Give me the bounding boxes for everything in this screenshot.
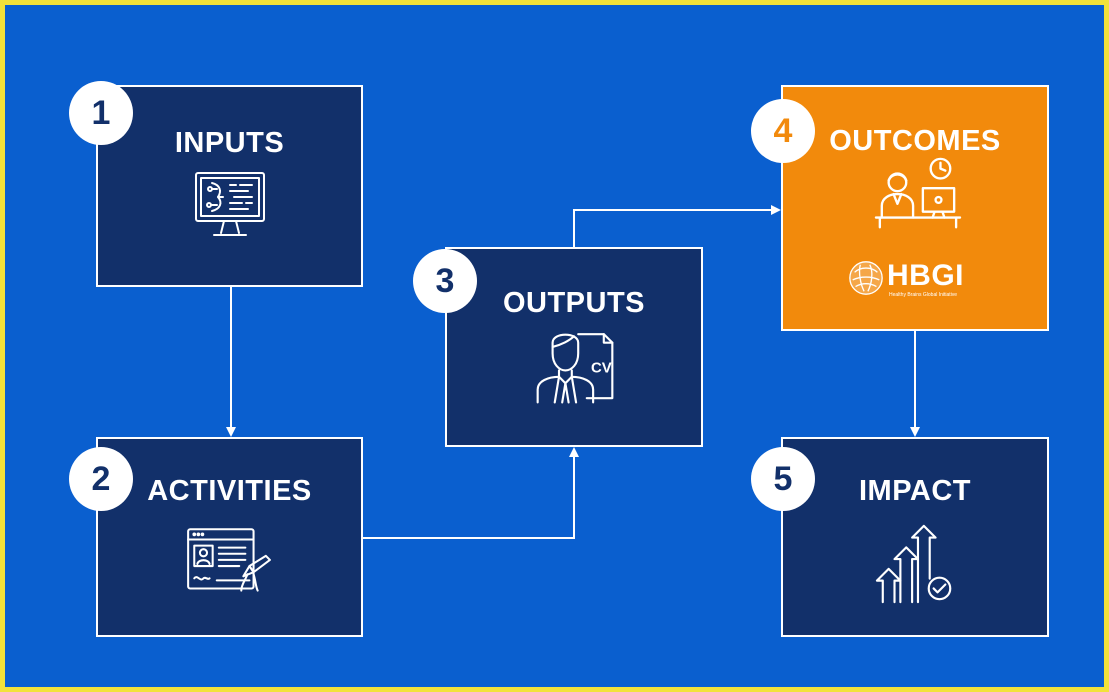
step-number-badge-2: 2 [69, 447, 133, 511]
step-number-badge-4: 4 [751, 99, 815, 163]
logo-tagline: Healthy Brains Global Initiative [889, 292, 958, 298]
growth-arrows-check-icon [875, 524, 952, 604]
step-activities-box: ACTIVITIES [96, 437, 363, 637]
svg-text:CV: CV [591, 360, 612, 377]
step-outcomes-title: OUTCOMES [829, 125, 1001, 157]
brain-logo-icon [849, 261, 883, 295]
profile-signing-icon [187, 528, 271, 592]
step-number-badge-5: 5 [751, 447, 815, 511]
computer-screen-icon [195, 172, 265, 236]
step-inputs-box: INPUTS [96, 85, 363, 287]
step-outputs-title: OUTPUTS [502, 287, 646, 319]
step-outputs-box: OUTPUTS CV [445, 247, 703, 447]
connector-3-to-4 [573, 205, 781, 247]
step-activities-title: ACTIVITIES [147, 475, 312, 507]
cv-person-icon: CV [536, 333, 614, 404]
step-impact-title: IMPACT [858, 475, 971, 507]
step-inputs-title: INPUTS [174, 127, 285, 159]
connector-2-to-3 [363, 447, 579, 539]
step-impact-box: IMPACT [781, 437, 1049, 637]
step-outcomes-box: OUTCOMES HBGI Healthy Brains Global Init… [781, 85, 1049, 331]
logo-name: HBGI [887, 259, 964, 292]
step-number-badge-1: 1 [69, 81, 133, 145]
step-number-badge-3: 3 [413, 249, 477, 313]
employee-desk-clock-icon [874, 157, 962, 229]
hbgi-logo: HBGI Healthy Brains Global Initiative [847, 259, 987, 303]
